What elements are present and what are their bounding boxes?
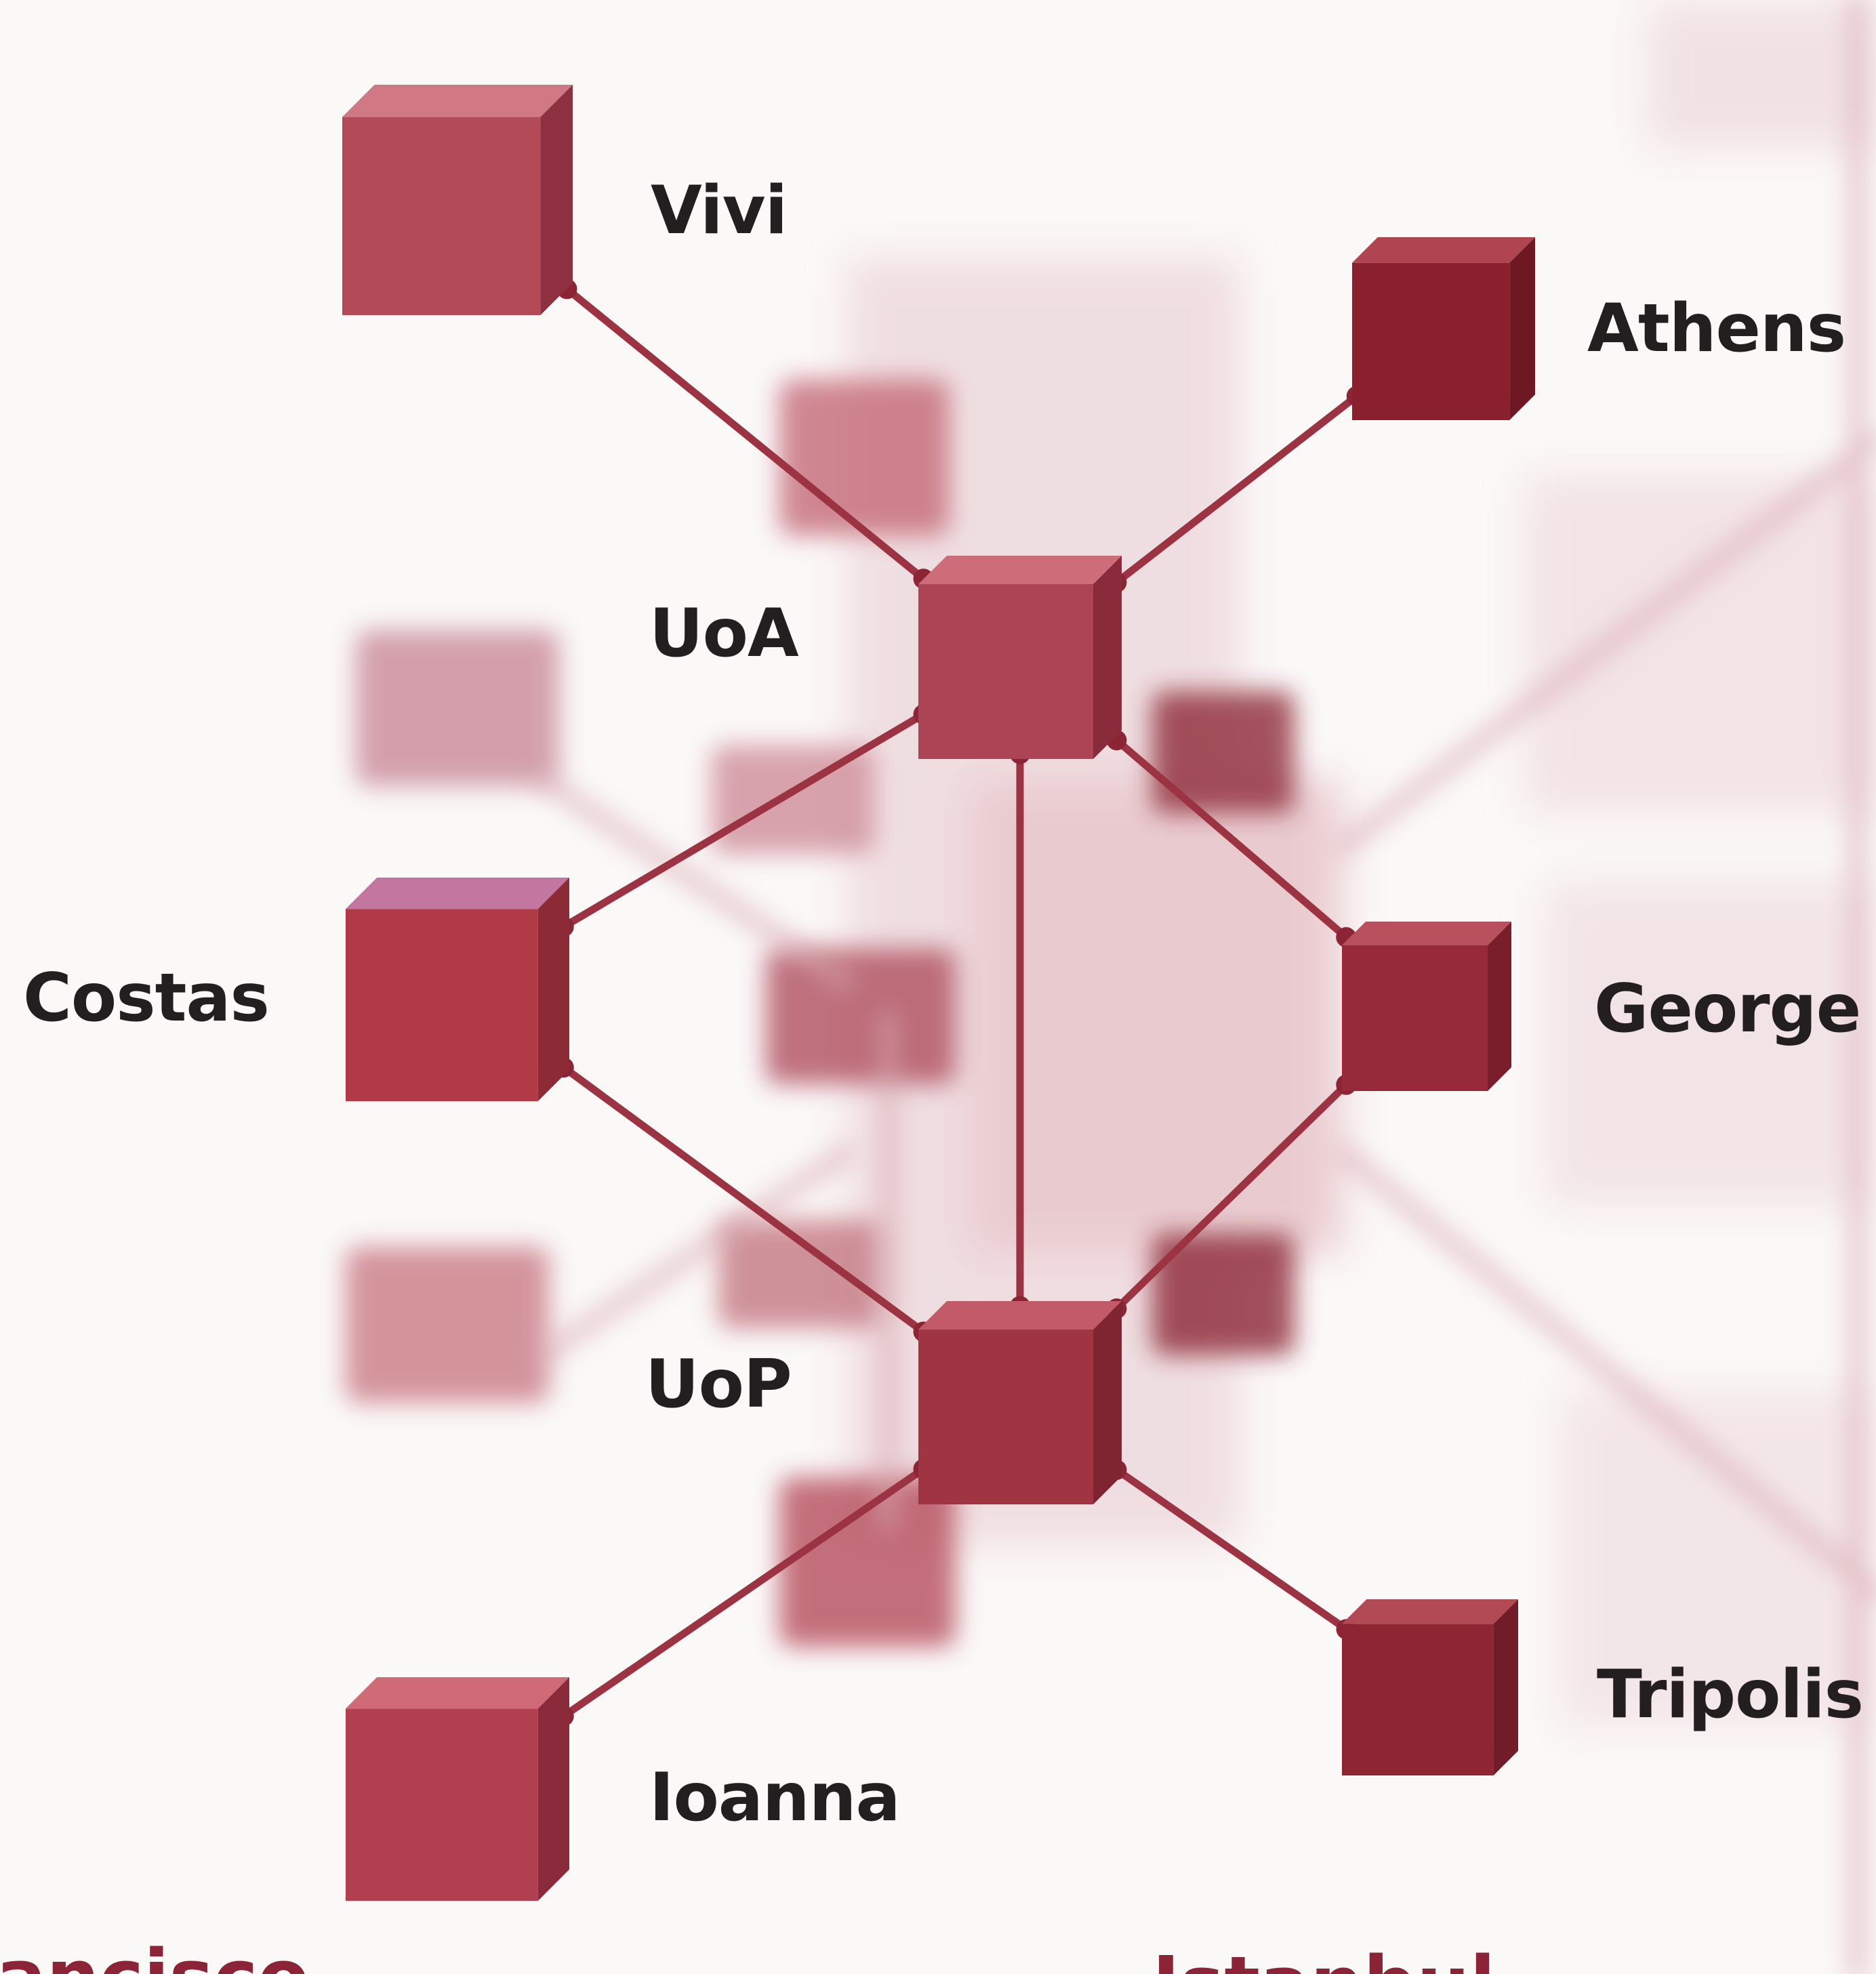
ghost-shape xyxy=(1545,881,1871,1206)
cube-face-front xyxy=(1342,945,1488,1091)
edge-uoa-costas xyxy=(560,710,927,930)
cube-face-top xyxy=(918,1301,1122,1330)
cube-face-side xyxy=(537,1677,569,1901)
ghost-cube xyxy=(779,1477,956,1647)
ghost-cube xyxy=(1152,691,1294,813)
cube-face-side xyxy=(1093,1301,1122,1504)
cube-face-top xyxy=(918,556,1122,584)
cube-face-front xyxy=(346,1708,538,1901)
cube-face-front xyxy=(918,1330,1093,1504)
ghost-edge xyxy=(1334,1145,1876,1600)
node-cube-tripolis xyxy=(1342,1599,1518,1775)
node-label-george: George xyxy=(1594,970,1861,1048)
cube-face-top xyxy=(346,1677,569,1709)
node-cube-uop xyxy=(918,1301,1122,1504)
cube-face-front xyxy=(346,909,538,1101)
cube-face-side xyxy=(1509,237,1535,420)
ghost-edge xyxy=(1334,433,1876,855)
node-label-uoa: UoA xyxy=(649,595,799,672)
node-label-costas: Costas xyxy=(23,960,270,1037)
node-label-vivi: Vivi xyxy=(651,172,788,249)
ghost-cube xyxy=(356,630,559,786)
cube-face-front xyxy=(918,584,1093,759)
cube-face-front xyxy=(1342,1624,1494,1775)
node-cube-uoa xyxy=(918,556,1122,759)
cube-face-side xyxy=(1093,556,1122,759)
ghost-cube xyxy=(718,1220,881,1328)
cube-face-side xyxy=(1493,1599,1518,1775)
node-cube-athens xyxy=(1352,237,1535,420)
node-label-uop: UoP xyxy=(645,1346,792,1423)
ghost-cube xyxy=(712,745,874,854)
ghost-shape xyxy=(1559,1389,1871,1728)
edge-vivi-uoa xyxy=(563,285,927,583)
node-label-ioanna: Ioanna xyxy=(649,1759,901,1836)
cube-face-side xyxy=(1488,922,1511,1091)
edge-george-uop xyxy=(1113,1081,1350,1313)
edge-athens-uoa xyxy=(1113,392,1361,586)
node-cube-vivi xyxy=(342,85,573,315)
cube-face-top xyxy=(1342,922,1511,945)
node-label-tripolis: Tripolis xyxy=(1597,1656,1864,1733)
edge-uop-tripolis xyxy=(1113,1466,1350,1633)
cube-face-front xyxy=(1352,262,1510,420)
node-cube-costas xyxy=(346,878,569,1101)
edge-uoa-george xyxy=(1113,736,1350,941)
ghost-shape xyxy=(969,779,1342,1254)
node-cube-ioanna xyxy=(346,1677,569,1901)
ghost-edge xyxy=(535,772,855,990)
cube-face-top xyxy=(346,878,569,909)
cube-face-top xyxy=(1342,1599,1518,1624)
ghost-shape xyxy=(1647,0,1876,149)
ghost-edge xyxy=(535,1145,855,1363)
node-cube-george xyxy=(1342,922,1511,1091)
cube-face-front xyxy=(342,117,541,315)
ghost-cube xyxy=(1152,1233,1294,1355)
edge-costas-uop xyxy=(560,1063,927,1336)
cube-face-top xyxy=(342,85,573,117)
cube-face-side xyxy=(537,878,569,1101)
footer-left-fragment: rancisco xyxy=(0,1939,309,1974)
cube-face-side xyxy=(540,85,573,315)
footer-right-fragment: Istanbul xyxy=(1152,1946,1495,1974)
ghost-cube xyxy=(346,1247,549,1403)
cube-face-top xyxy=(1352,237,1535,263)
ghost-shape xyxy=(1525,474,1876,813)
node-label-athens: Athens xyxy=(1587,290,1846,367)
ghost-cube xyxy=(766,949,956,1084)
edge-uop-ioanna xyxy=(560,1465,927,1720)
